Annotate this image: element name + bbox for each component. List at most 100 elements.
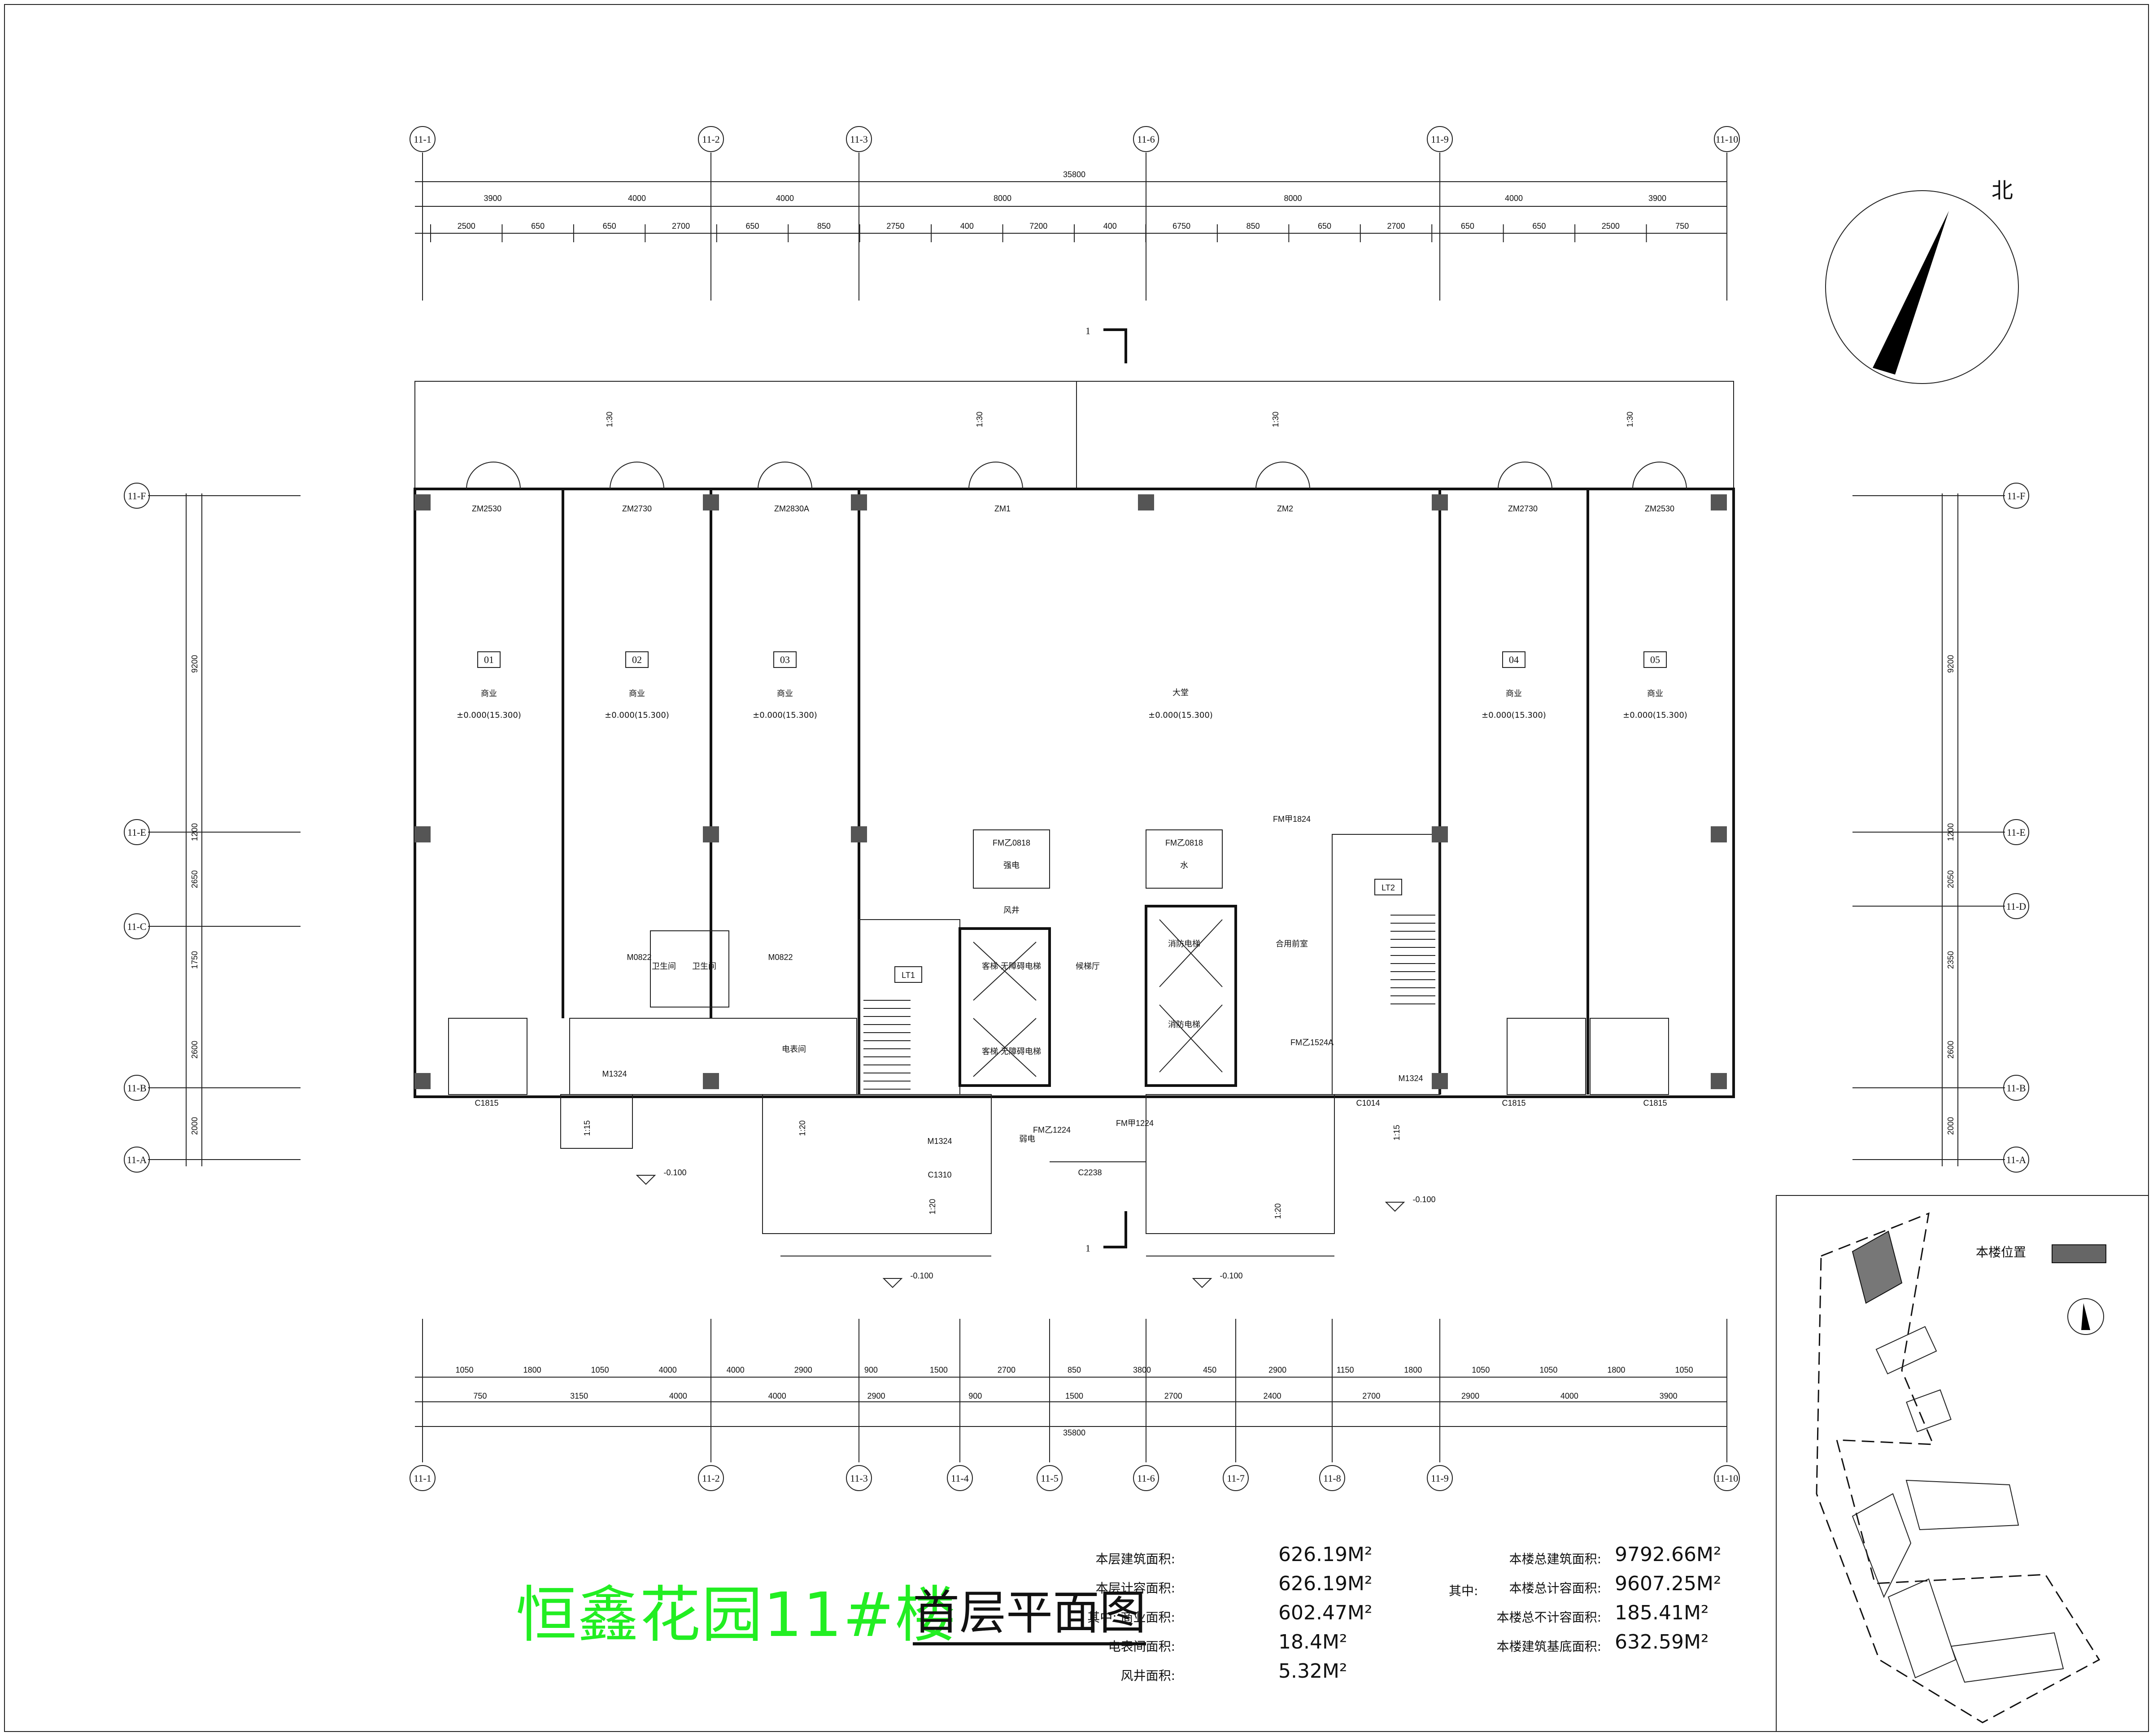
elevation-marker [882,1278,903,1288]
room-label: 合用前室 [1276,939,1308,949]
slope-value: 1:30 [1271,411,1280,427]
column [414,494,431,510]
column [414,1073,431,1089]
room-label: 客梯 无障碍电梯 [982,1047,1041,1056]
bottom-dim-row2-value: 1500 [1065,1391,1083,1400]
stat-label: 电表间面积: [1108,1639,1175,1654]
slope-value: 1:20 [798,1120,807,1136]
drawing-title: 恒鑫花园11#楼 [516,1580,957,1651]
axis-bubble-left-label: 11-F [128,490,146,502]
axis-bubble-top-label: 11-3 [850,134,868,145]
axis-bubble-bottom [1714,1465,1740,1491]
axis-bubble-top [1427,126,1453,152]
column [1711,826,1727,842]
shop-use: 商业 [481,689,497,698]
axis-bubble-left-label: 11-C [127,921,146,932]
top-door-label: ZM2 [1277,504,1293,513]
bottom-dim-row1-value: 2900 [1268,1365,1286,1374]
right-dim-value: 1200 [1946,823,1955,841]
axis-bubble-bottom-label: 11-10 [1716,1473,1739,1484]
top-dim-row2-value: 650 [745,222,759,231]
ramp-right [1146,1094,1335,1234]
door-swing [1632,462,1687,489]
elevation-marker [636,1175,656,1185]
right-dim-value: 2600 [1946,1041,1955,1059]
misc-door-label: M1324 [927,1137,952,1146]
top-total-dim: 35800 [1063,170,1085,179]
bottom-dim-row1-value: 1150 [1337,1365,1354,1374]
room-label: 弱电 [1019,1134,1035,1144]
stats-right-prefix: 其中: [1449,1583,1478,1598]
axis-bubble-bottom [947,1465,973,1491]
top-dim-row2-value: 2500 [458,222,475,231]
bottom-dim-row2-value: 3900 [1660,1391,1678,1400]
room-label: 消防电梯 [1168,1020,1200,1029]
axis-bubble-right-label: 11-B [2006,1082,2026,1094]
bottom-dim-row1-value: 900 [864,1365,878,1374]
inset-north-icon [2081,1303,2090,1330]
top-dim-row1-value: 8000 [1284,194,1302,203]
top-door-label: ZM2730 [1508,504,1538,513]
top-dim-row2-value: 400 [1103,222,1117,231]
top-door-label: ZM2530 [1645,504,1674,513]
stat-value: 9607.25M² [1615,1572,1722,1595]
room-label: 卫生间 [652,962,676,971]
canopy-outline [414,381,1734,489]
shop-number: 02 [632,654,642,665]
shop-number-box [1643,651,1667,668]
bottom-dim-row1-value: 1050 [591,1365,609,1374]
wc-block-left [650,930,729,1008]
stair-label-box [1374,879,1402,895]
slope-value: 1:20 [1273,1203,1282,1219]
column [851,494,867,510]
axis-bubble-bottom [1037,1465,1063,1491]
elevator-shaft-1 [959,927,1051,1087]
axis-bubble-right-label: 11-A [2006,1154,2027,1165]
axis-bubble-bottom [846,1465,872,1491]
top-door-label: ZM1 [994,504,1011,513]
stair-label-box [894,966,922,983]
stat-label: 本楼建筑基底面积: [1496,1639,1601,1654]
column [1432,1073,1448,1089]
bottom-dim-row2-value: 2900 [1461,1391,1479,1400]
column [1711,1073,1727,1089]
column [851,826,867,842]
inset-legend-label: 本楼位置 [1976,1245,2027,1260]
bottom-dim-row1-value: 1500 [930,1365,948,1374]
stair-lt2 [1332,834,1440,1095]
elevator-shaft-2 [1145,905,1237,1087]
right-dim-value: 9200 [1946,655,1955,673]
shop-labels: 01商业±0.000(15.300)02商业±0.000(15.300)03商业… [457,651,1687,720]
bottom-dim-row1-value: 1050 [1539,1365,1557,1374]
right-dim-value: 2000 [1946,1117,1955,1135]
axis-bubble-top-label: 11-6 [1137,134,1155,145]
shop-use: 商业 [1647,689,1663,698]
bottom-dim-row2-value: 750 [473,1391,487,1400]
shop-use: 商业 [777,689,793,698]
top-dim-row2-value: 2700 [1387,222,1405,231]
axis-bubble-left-label: 11-E [127,827,146,838]
top-dim-row1-value: 4000 [1505,194,1523,203]
elevation-value: -0.100 [910,1271,933,1280]
bottom-dimensions: 35800 [415,1377,1727,1437]
top-dim-row2-value: 750 [1675,222,1689,231]
axis-bubble-right-label: 11-F [2007,490,2026,502]
stat-label: 本楼总不计容面积: [1496,1610,1601,1625]
elevation-value: -0.100 [1412,1195,1435,1204]
side-dim-lines [186,493,1958,1166]
bottom-dim-row1-value: 2700 [998,1365,1015,1374]
top-dim-row2-value: 650 [1461,222,1474,231]
shop-elev: ±0.000(15.300) [457,711,521,720]
stat-label: 本层计容面积: [1095,1581,1175,1596]
axis-bubble-top [846,126,872,152]
stat-value: 9792.66M² [1615,1543,1722,1566]
shop-number: 04 [1509,654,1519,665]
bottom-dim-row1-value: 4000 [727,1365,745,1374]
top-dim-row1-value: 3900 [1648,194,1666,203]
top-dim-row1-value: 8000 [994,194,1011,203]
axis-bubble-top-label: 11-9 [1431,134,1449,145]
axis-bubble-top [698,126,724,152]
